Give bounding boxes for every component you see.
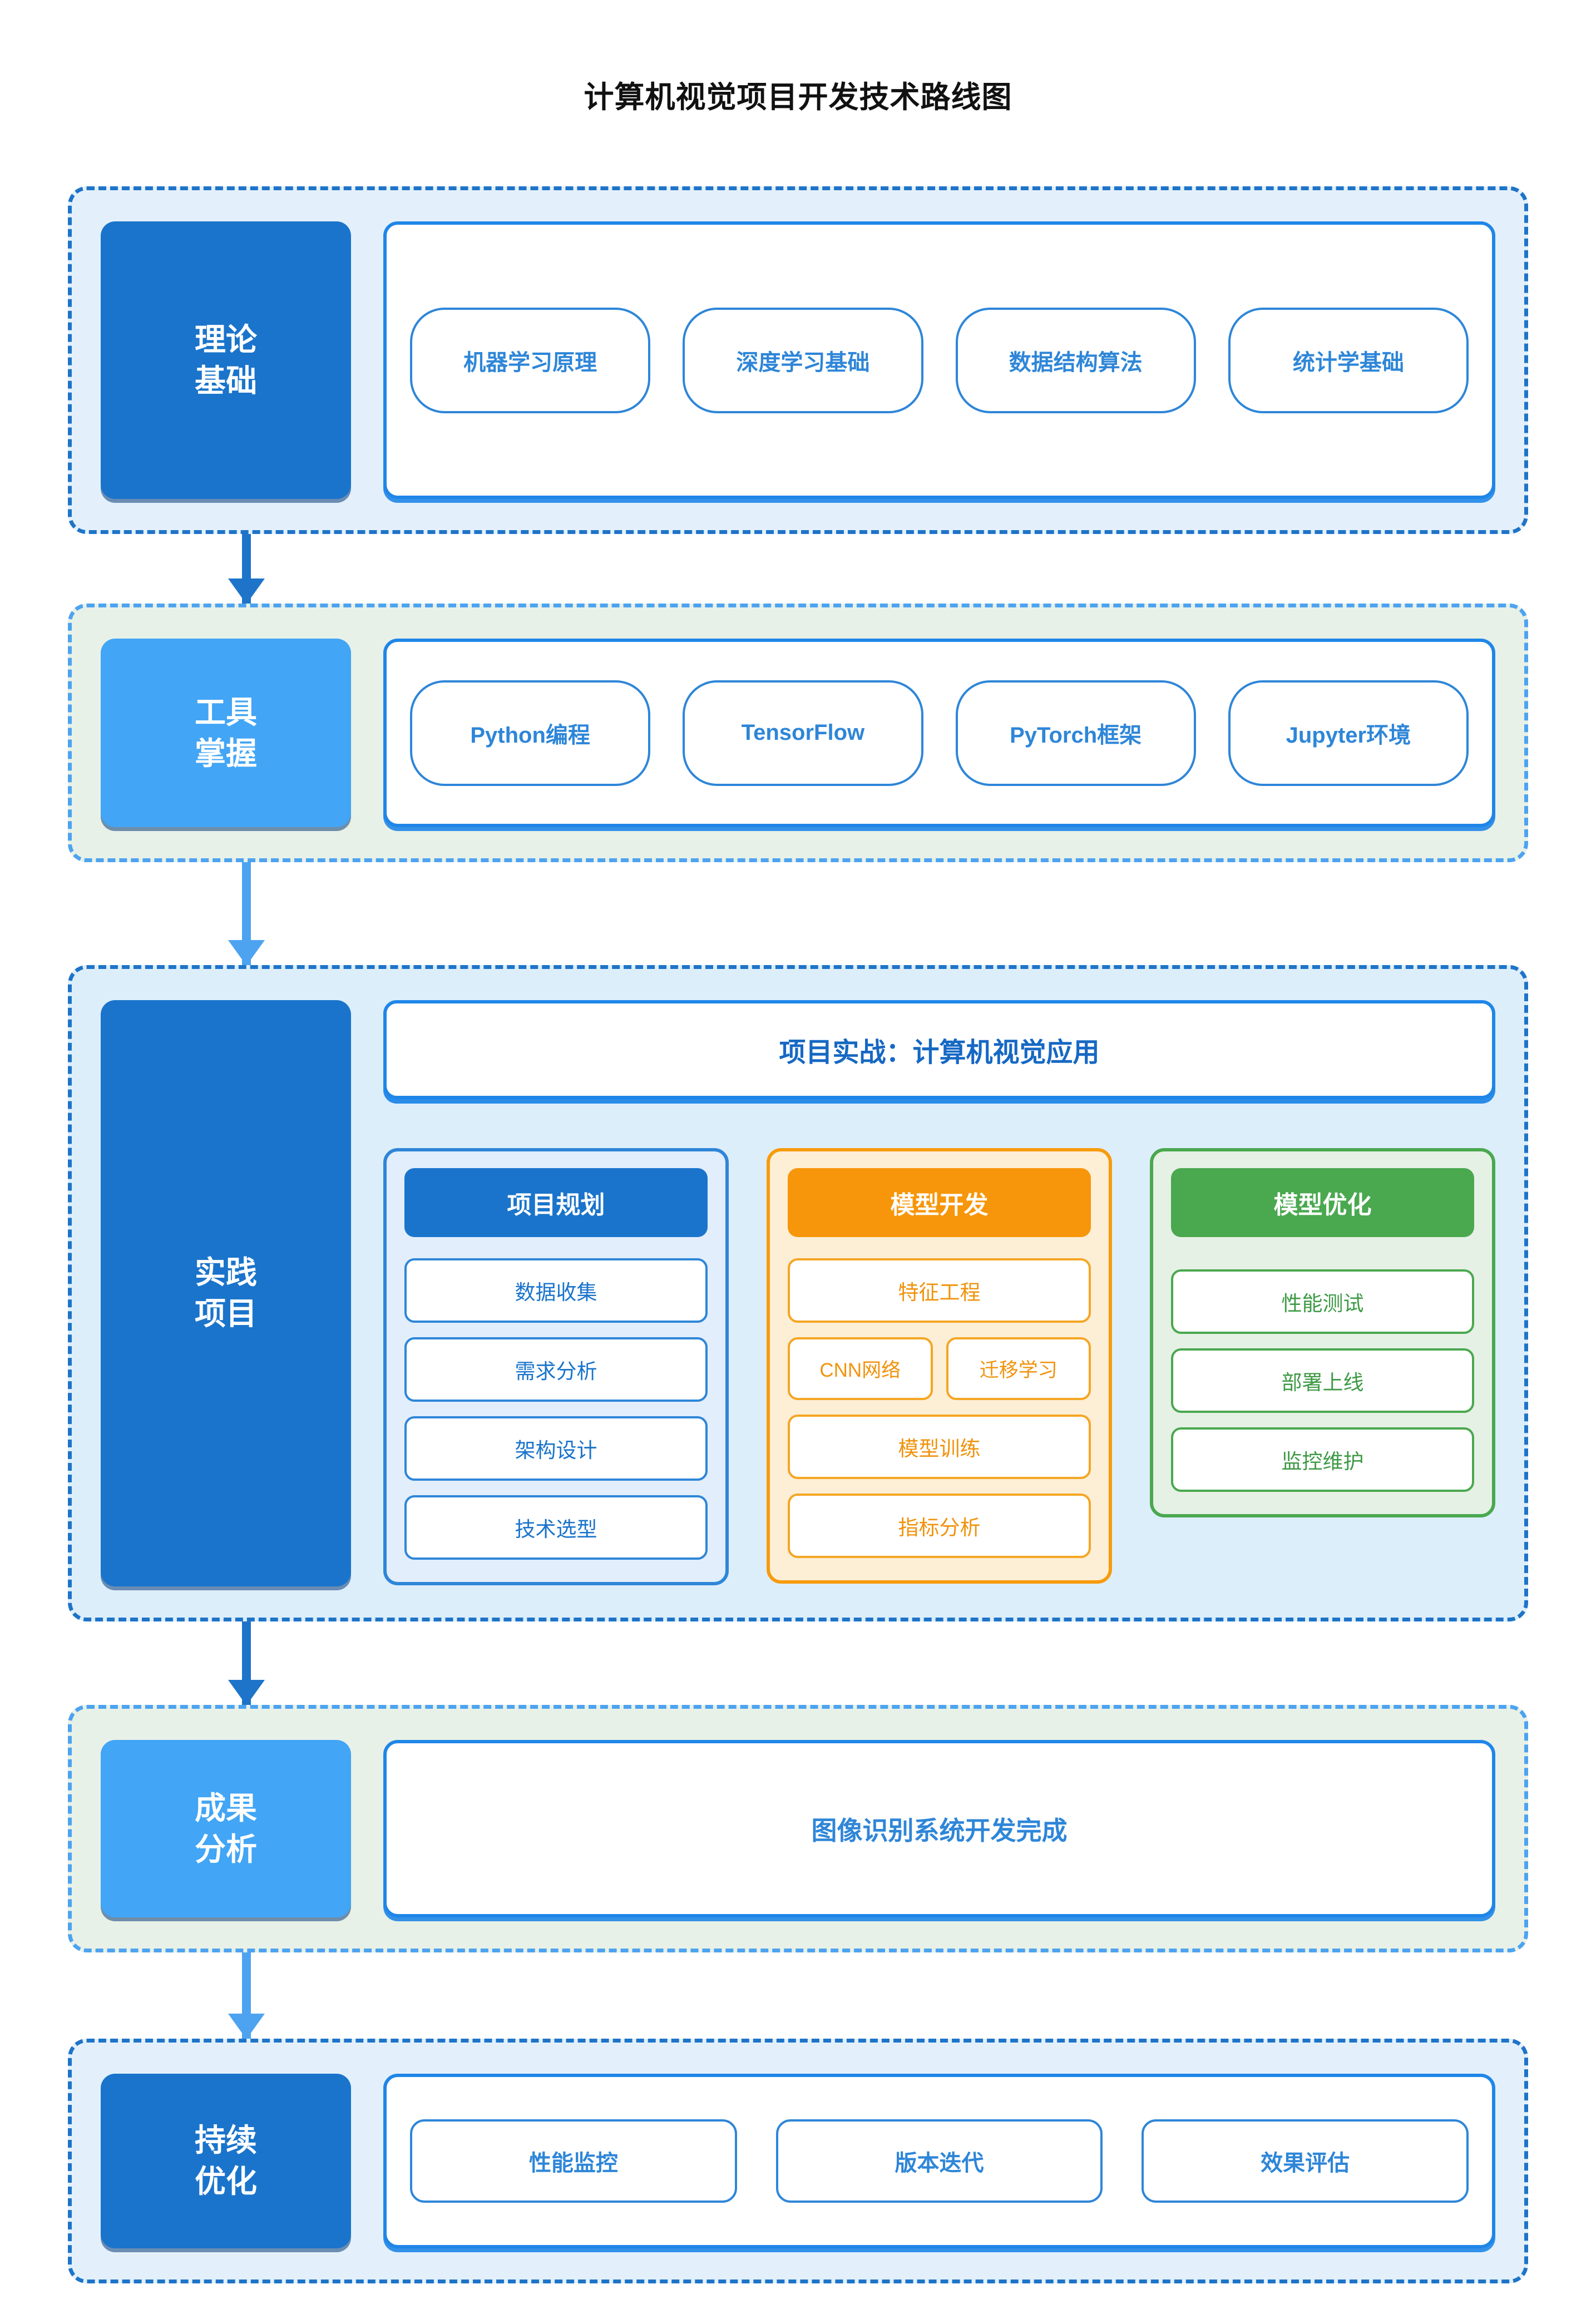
stage-label-practice: 实践 项目 bbox=[101, 1000, 351, 1586]
pill-item[interactable]: TensorFlow bbox=[683, 680, 923, 786]
stage-content-theory: 机器学习原理 深度学习基础 数据结构算法 统计学基础 bbox=[383, 221, 1495, 499]
pill-row-tools: Python编程 TensorFlow PyTorch框架 Jupyter环境 bbox=[410, 680, 1469, 786]
pill-item[interactable]: 深度学习基础 bbox=[683, 307, 923, 413]
practice-item[interactable]: CNN网络 bbox=[788, 1337, 933, 1400]
stage-practice: 实践 项目 项目实战：计算机视觉应用 项目规划 数据收集 需求分析 架构设计 技… bbox=[68, 965, 1528, 1621]
stage-content-result: 图像识别系统开发完成 bbox=[383, 1740, 1495, 1917]
pill-item[interactable]: Jupyter环境 bbox=[1228, 680, 1469, 786]
stage-label-line-1: 持续 bbox=[195, 2123, 257, 2158]
pill-row-theory: 机器学习原理 深度学习基础 数据结构算法 统计学基础 bbox=[410, 307, 1469, 413]
stage-label-result: 成果 分析 bbox=[101, 1740, 351, 1917]
stage-result: 成果 分析 图像识别系统开发完成 bbox=[68, 1705, 1528, 1952]
arrow-shaft bbox=[242, 862, 251, 965]
stage-optimize: 持续 优化 性能监控 版本迭代 效果评估 bbox=[68, 2039, 1528, 2283]
stage-label-line-1: 实践 bbox=[195, 1255, 257, 1290]
stage-content-optimize: 性能监控 版本迭代 效果评估 bbox=[383, 2074, 1495, 2248]
pill-item[interactable]: 效果评估 bbox=[1142, 2119, 1469, 2203]
stage-label-line-2: 分析 bbox=[195, 1831, 257, 1867]
practice-column-model-dev: 模型开发 特征工程 CNN网络 迁移学习 模型训练 指标分析 bbox=[767, 1148, 1112, 1584]
practice-column-items: 性能测试 部署上线 监控维护 bbox=[1171, 1269, 1474, 1492]
practice-column-head: 项目规划 bbox=[404, 1168, 708, 1237]
practice-item[interactable]: 特征工程 bbox=[788, 1258, 1091, 1323]
stage-tools: 工具 掌握 Python编程 TensorFlow PyTorch框架 Jupy… bbox=[68, 604, 1528, 862]
pill-item[interactable]: 版本迭代 bbox=[775, 2119, 1103, 2203]
practice-item[interactable]: 监控维护 bbox=[1171, 1427, 1474, 1492]
pill-row-optimize: 性能监控 版本迭代 效果评估 bbox=[410, 2119, 1469, 2203]
stage-label-optimize: 持续 优化 bbox=[101, 2074, 351, 2248]
practice-item[interactable]: 性能测试 bbox=[1171, 1269, 1474, 1334]
practice-column-planning: 项目规划 数据收集 需求分析 架构设计 技术选型 bbox=[383, 1148, 729, 1585]
result-banner-text: 图像识别系统开发完成 bbox=[811, 1816, 1068, 1845]
practice-column-head: 模型优化 bbox=[1171, 1168, 1474, 1237]
page-title: 计算机视觉项目开发技术路线图 bbox=[584, 81, 1012, 114]
stage-theory: 理论 基础 机器学习原理 深度学习基础 数据结构算法 统计学基础 bbox=[68, 186, 1528, 534]
stage-content-tools: Python编程 TensorFlow PyTorch框架 Jupyter环境 bbox=[383, 639, 1495, 827]
practice-item[interactable]: 需求分析 bbox=[404, 1337, 708, 1402]
stage-label-line-2: 掌握 bbox=[195, 735, 257, 771]
practice-item[interactable]: 架构设计 bbox=[404, 1416, 708, 1481]
practice-column-model-opt: 模型优化 性能测试 部署上线 监控维护 bbox=[1150, 1148, 1495, 1517]
practice-body: 项目实战：计算机视觉应用 项目规划 数据收集 需求分析 架构设计 技术选型 bbox=[383, 1000, 1495, 1586]
stage-label-tools: 工具 掌握 bbox=[101, 639, 351, 827]
arrow-head-icon bbox=[228, 2014, 265, 2039]
pill-item[interactable]: Python编程 bbox=[410, 680, 651, 786]
pill-item[interactable]: 机器学习原理 bbox=[410, 307, 651, 413]
practice-item[interactable]: 迁移学习 bbox=[946, 1337, 1091, 1400]
practice-columns: 项目规划 数据收集 需求分析 架构设计 技术选型 模型开发 特征工程 bbox=[383, 1148, 1495, 1585]
pill-item[interactable]: 性能监控 bbox=[410, 2119, 737, 2203]
practice-column-head: 模型开发 bbox=[788, 1168, 1091, 1237]
stage-label-theory: 理论 基础 bbox=[101, 221, 351, 499]
pill-item[interactable]: 统计学基础 bbox=[1228, 307, 1469, 413]
stage-label-line-2: 优化 bbox=[195, 2164, 257, 2199]
arrow-head-icon bbox=[228, 940, 265, 966]
stage-label-line-1: 理论 bbox=[195, 322, 257, 357]
pill-item[interactable]: 数据结构算法 bbox=[955, 307, 1196, 413]
stage-label-line-1: 成果 bbox=[195, 1790, 257, 1826]
pill-item[interactable]: PyTorch框架 bbox=[955, 680, 1196, 786]
arrow-head-icon bbox=[228, 1680, 265, 1705]
practice-item[interactable]: 模型训练 bbox=[788, 1415, 1091, 1479]
arrow-head-icon bbox=[228, 578, 265, 604]
practice-column-items: 数据收集 需求分析 架构设计 技术选型 bbox=[404, 1258, 708, 1560]
practice-item[interactable]: 技术选型 bbox=[404, 1495, 708, 1560]
practice-item-pair: CNN网络 迁移学习 bbox=[788, 1337, 1091, 1400]
stage-label-line-2: 基础 bbox=[195, 363, 257, 398]
practice-item[interactable]: 部署上线 bbox=[1171, 1348, 1474, 1413]
practice-item[interactable]: 数据收集 bbox=[404, 1258, 708, 1323]
practice-item[interactable]: 指标分析 bbox=[788, 1494, 1091, 1558]
stage-label-line-2: 项目 bbox=[195, 1296, 257, 1331]
stage-label-line-1: 工具 bbox=[195, 694, 257, 730]
practice-column-items: 特征工程 CNN网络 迁移学习 模型训练 指标分析 bbox=[788, 1258, 1091, 1558]
practice-banner: 项目实战：计算机视觉应用 bbox=[383, 1000, 1495, 1099]
